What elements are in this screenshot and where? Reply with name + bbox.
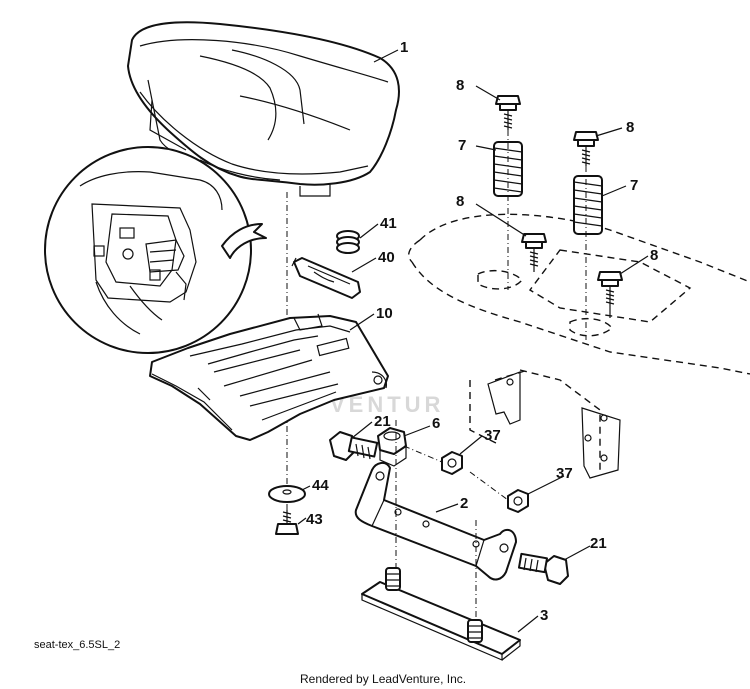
callout-8: 8	[650, 247, 658, 264]
callout-7: 7	[630, 177, 638, 194]
callout-43: 43	[306, 511, 323, 528]
callout-1: 1	[400, 39, 408, 56]
seat	[127, 21, 400, 197]
locknut-6	[377, 427, 407, 467]
callout-7: 7	[458, 137, 466, 154]
seat-pan-10	[149, 313, 389, 441]
callout-37: 37	[484, 427, 501, 444]
nut-37-upper	[441, 451, 463, 475]
slide-clip-40	[291, 257, 361, 299]
callout-40: 40	[378, 249, 395, 266]
mount-plate-3	[361, 567, 521, 661]
bolt-43	[275, 510, 299, 535]
bolt-8-right	[597, 271, 623, 318]
callout-labels: 1 8 8 7 7 8 8 41 40 10 21 6 37 37 44 2 4…	[306, 39, 658, 624]
detail-inset	[44, 146, 267, 354]
callout-3: 3	[540, 607, 548, 624]
render-credit: Rendered by LeadVenture, Inc.	[300, 672, 466, 686]
rear-bracket	[487, 371, 621, 479]
callout-10: 10	[376, 305, 393, 322]
spring-41	[336, 230, 360, 254]
frame-outline	[408, 213, 750, 470]
bolt-8-top-right	[573, 131, 599, 166]
callout-21: 21	[590, 535, 607, 552]
callout-44: 44	[312, 477, 329, 494]
callout-2: 2	[460, 495, 468, 512]
bolt-21-right	[517, 552, 569, 585]
callout-6: 6	[432, 415, 440, 432]
nut-37-lower	[507, 489, 529, 513]
callout-41: 41	[380, 215, 397, 232]
diagram-caption: seat-tex_6.5SL_2	[34, 639, 120, 651]
bolt-21-left	[329, 431, 379, 461]
callout-37: 37	[556, 465, 573, 482]
nut-axis-upper	[403, 445, 443, 463]
callout-21: 21	[374, 413, 391, 430]
callout-8: 8	[626, 119, 634, 136]
nut-axis-lower	[469, 471, 509, 501]
seat-bracket-2	[354, 462, 517, 581]
bolt-8-top-left	[495, 95, 521, 130]
spring-7-right	[573, 175, 603, 235]
bolt-8-mid	[521, 233, 547, 272]
callout-8: 8	[456, 193, 464, 210]
leader-lines	[297, 49, 649, 633]
callout-8: 8	[456, 77, 464, 94]
washer-44	[268, 485, 306, 503]
